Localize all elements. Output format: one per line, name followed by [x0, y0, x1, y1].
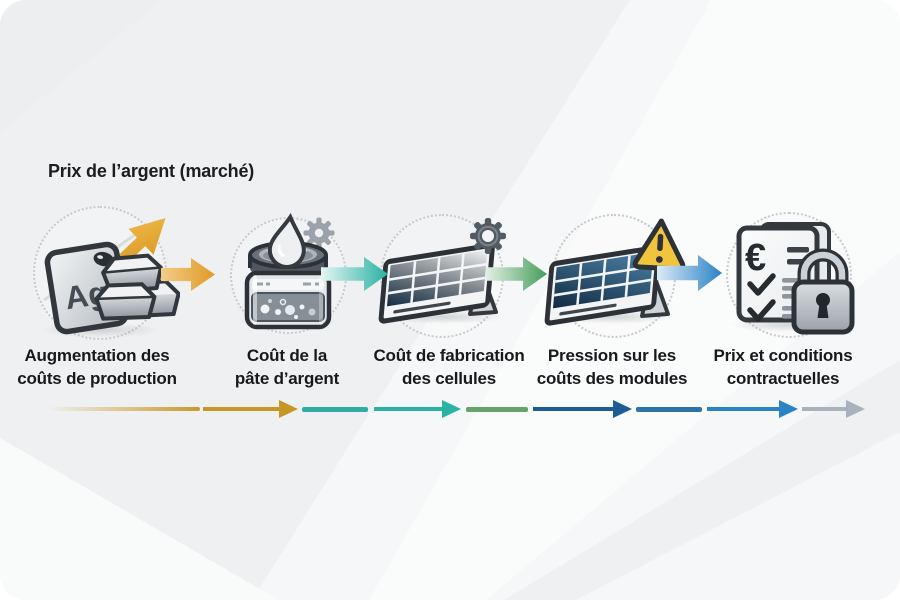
label-line: pâte d’argent [234, 369, 340, 388]
stage-label-production-costs: Augmentation des coûts de production [0, 344, 197, 390]
solar-panel-icon [544, 245, 661, 326]
jar-body [244, 270, 332, 330]
label-line: coûts de production [17, 369, 177, 388]
euro-icon: € [745, 237, 766, 279]
timeline-segment-green-line [466, 407, 528, 412]
timeline-segment-teal-line [302, 407, 368, 412]
label-line: coûts des modules [536, 369, 688, 388]
silver-ag-ingots-icon: Ag [43, 218, 180, 335]
diagram-title: Prix de l’argent (marché) [48, 161, 255, 181]
gear-icon [470, 218, 506, 254]
stage-label-cell-fabrication: Coût de fabrication des cellules [349, 344, 549, 390]
contract-document-icon: € [736, 222, 855, 335]
timeline-segment-gray-arrow [802, 400, 865, 418]
stage-label-contract-terms: Prix et conditions contractuelles [683, 344, 883, 390]
warning-triangle-icon [632, 218, 686, 272]
silver-ingot [94, 282, 157, 321]
label-line: Prix et conditions [713, 346, 853, 365]
checkmark-icon [747, 273, 776, 296]
timeline-segment-fade [48, 407, 200, 411]
label-line: Coût de la [246, 346, 328, 365]
droplet-icon [267, 213, 306, 269]
label-line: des cellules [402, 369, 496, 388]
silver-paste-jar-icon [244, 213, 335, 330]
solar-panel-warning-icon [544, 218, 686, 326]
stage-label-silver-paste: Coût de la pâte d’argent [187, 344, 387, 390]
timeline-segment-navy-arrow [533, 400, 632, 418]
label-line: Coût de fabrication [373, 346, 525, 365]
checkmark-icon [747, 299, 776, 322]
label-line: contractuelles [726, 369, 840, 388]
timeline-segment-gold-arrow [203, 400, 298, 418]
timeline-segment-teal-arrow [374, 400, 461, 418]
label-line: Augmentation des [24, 346, 170, 365]
timeline-segment-blue-line [636, 407, 702, 412]
label-line: Pression sur les [547, 346, 677, 365]
timeline-segment-blue-arrow [707, 400, 798, 418]
gear-icon [303, 217, 335, 249]
stage-label-module-costs: Pression sur les coûts des modules [512, 344, 712, 390]
padlock-icon [791, 248, 855, 335]
